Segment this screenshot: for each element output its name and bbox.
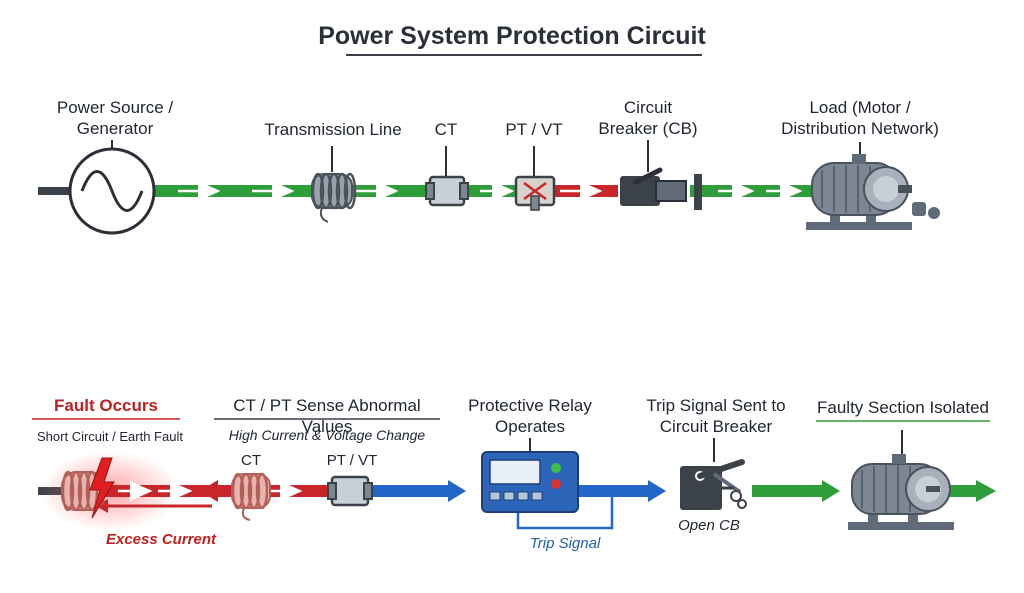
voltage-transformer-icon xyxy=(327,475,373,507)
trip-signal-loop xyxy=(516,496,614,530)
fault-heading: Fault Occurs xyxy=(54,396,158,415)
bottom-row xyxy=(32,418,996,531)
source-label: Power Source / Generator xyxy=(56,98,174,138)
voltage-transformer-icon xyxy=(514,175,556,211)
cb-label: Circuit Breaker (CB) xyxy=(598,98,698,138)
line-label: Transmission Line xyxy=(264,120,402,139)
load-label: Load (Motor / Distribution Network) xyxy=(781,98,939,138)
ct-label: CT xyxy=(434,120,458,139)
diagram-title: Power System Protection Circuit xyxy=(318,22,706,50)
relay-icon xyxy=(481,451,579,513)
signal-line-2 xyxy=(578,485,650,497)
circuit-breaker-icon xyxy=(680,459,747,510)
trip-heading: Trip Signal Sent to Circuit Breaker xyxy=(646,396,786,436)
title-underline xyxy=(346,54,702,56)
restored-line-2 xyxy=(944,485,978,497)
trip-signal-label: Trip Signal xyxy=(529,535,601,552)
isolated-heading: Faulty Section Isolated xyxy=(817,398,989,417)
normal-flow-segment-2 xyxy=(690,185,820,197)
input-lead xyxy=(38,187,72,195)
current-transformer-icon xyxy=(425,175,469,207)
excess-current-label: Excess Current xyxy=(105,531,217,548)
open-cb-label: Open CB xyxy=(678,517,740,534)
relay-heading: Protective Relay Operates xyxy=(468,396,592,436)
bottom-pt-label: PT / VT xyxy=(326,452,378,469)
coil-icon xyxy=(311,172,357,223)
bottom-ct-label: CT xyxy=(241,452,261,469)
circuit-breaker-icon xyxy=(620,167,702,210)
sense-sub: High Current & Voltage Change xyxy=(228,427,426,443)
lightning-icon xyxy=(89,457,115,519)
sense-heading: CT / PT Sense Abnormal Values xyxy=(233,396,421,436)
coil-icon xyxy=(231,472,271,521)
sine-wave-icon xyxy=(68,147,156,235)
motor-icon xyxy=(848,454,954,530)
top-row xyxy=(38,140,940,235)
restored-line-1 xyxy=(752,485,824,497)
fault-sub: Short Circuit / Earth Fault xyxy=(37,429,183,444)
motor-icon xyxy=(806,154,940,230)
pt-label: PT / VT xyxy=(505,120,563,139)
signal-line-1 xyxy=(372,485,450,497)
